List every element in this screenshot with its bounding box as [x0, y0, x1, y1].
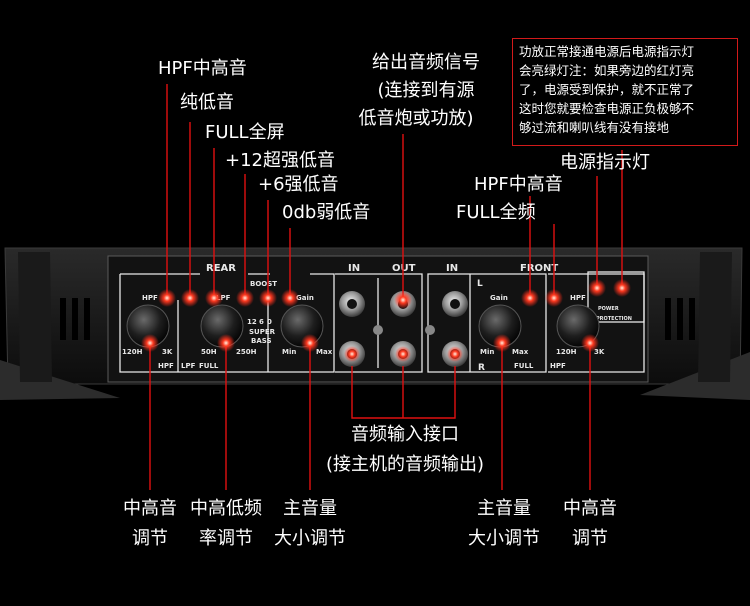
amplifier-body: [0, 247, 750, 400]
front-max: Max: [512, 348, 529, 356]
rear-50h: 50H: [201, 348, 217, 356]
rear-lpf-label: LPF: [216, 294, 231, 302]
rear-hpf-label: HPF: [142, 294, 158, 302]
r-mark: R: [478, 363, 485, 373]
power-label: POWER: [598, 306, 619, 312]
callout-output-line3: 低音炮或功放): [358, 108, 474, 129]
rear-min: Min: [282, 348, 296, 356]
callout-rear-lpf-l1: 中高低频: [190, 498, 262, 519]
callout-rear-lpf-l2: 率调节: [199, 528, 253, 549]
panel-silkscreen: [119, 271, 645, 373]
callout-rear-hpf-l1: 中高音: [123, 498, 177, 519]
db0-label: 0: [267, 318, 272, 326]
callout-rear-gain-l1: 主音量: [283, 498, 337, 519]
callout-front-gain-l2: 大小调节: [468, 528, 540, 549]
front-3k: 3K: [594, 348, 605, 356]
panel-labels: REAR FRONT IN OUT IN BOOST L R HPF LPF G…: [122, 263, 632, 373]
indicator-leds: [141, 279, 631, 362]
rear-120h: 120H: [122, 348, 143, 356]
note-line: 功放正常接通电源后电源指示灯: [519, 44, 695, 59]
note-line: 了，电源受到保护，就不正常了: [519, 82, 695, 97]
l-mark: L: [477, 279, 483, 289]
rear-full-bottom: FULL: [199, 362, 219, 370]
protection-label: PROTECTION: [596, 316, 632, 322]
in-right-label: IN: [446, 263, 458, 274]
rear-max: Max: [316, 348, 333, 356]
db6-label: 6: [259, 318, 264, 326]
callout-boost0: 0db弱低音: [282, 202, 371, 223]
callout-rear-hpf-l2: 调节: [132, 528, 168, 549]
front-hpf-label: HPF: [570, 294, 586, 302]
front-full-bottom: FULL: [514, 362, 534, 370]
callout-front-hpf-l2: 调节: [572, 528, 608, 549]
note-line: 够过流和喇叭线有没有接地: [519, 120, 670, 135]
note-line: 会亮绿灯注：如果旁边的红灯亮: [519, 63, 695, 78]
rear-3k: 3K: [162, 348, 173, 356]
note-line: 这时您就要检查电源正负极够不: [519, 101, 695, 116]
callout-hpf-treble: HPF中高音: [158, 58, 247, 79]
callout-boost12: +12超强低音: [225, 150, 335, 171]
callout-lines: [149, 84, 623, 490]
front-min: Min: [480, 348, 494, 356]
rear-hpf-bottom: HPF: [158, 362, 174, 370]
in-left-label: IN: [348, 263, 360, 274]
callout-input-line1: 音频输入接口: [351, 424, 459, 445]
front-label: FRONT: [520, 263, 558, 274]
super-bass-2: BASS: [251, 337, 272, 345]
callout-rear-gain-l2: 大小调节: [274, 528, 346, 549]
front-hpf-bottom: HPF: [550, 362, 566, 370]
callout-output-line1: 给出音频信号: [372, 52, 480, 73]
rear-label: REAR: [206, 263, 236, 274]
rear-250h: 250H: [236, 348, 257, 356]
front-gain-label: Gain: [490, 294, 508, 302]
super-bass-1: SUPER: [249, 328, 276, 336]
callout-full-screen: FULL全屏: [205, 122, 285, 143]
callout-front-full: FULL全频: [456, 202, 536, 223]
callout-input-line2: (接主机的音频输出): [325, 454, 485, 475]
callout-output-line2: (连接到有源: [377, 80, 475, 101]
rca-in-left-top[interactable]: [339, 291, 365, 317]
db12-label: 12: [247, 318, 257, 326]
callout-pure-bass: 纯低音: [180, 92, 234, 113]
out-label: OUT: [392, 263, 416, 274]
callout-front-gain-l1: 主音量: [477, 498, 531, 519]
boost-label: BOOST: [250, 280, 277, 288]
front-120h: 120H: [556, 348, 577, 356]
callout-front-hpf-l1: 中高音: [563, 498, 617, 519]
rear-gain-label: Gain: [296, 294, 314, 302]
callout-power-led: 电源指示灯: [560, 152, 650, 173]
knobs: [126, 304, 600, 348]
callout-front-hpf: HPF中高音: [474, 174, 563, 195]
callout-boost6: +6强低音: [258, 174, 339, 195]
rear-lpf-bottom: LPF: [181, 362, 196, 370]
power-note-box: 功放正常接通电源后电源指示灯 会亮绿灯注：如果旁边的红灯亮 了，电源受到保护，就…: [512, 38, 738, 146]
rca-in-right-top[interactable]: [442, 291, 468, 317]
